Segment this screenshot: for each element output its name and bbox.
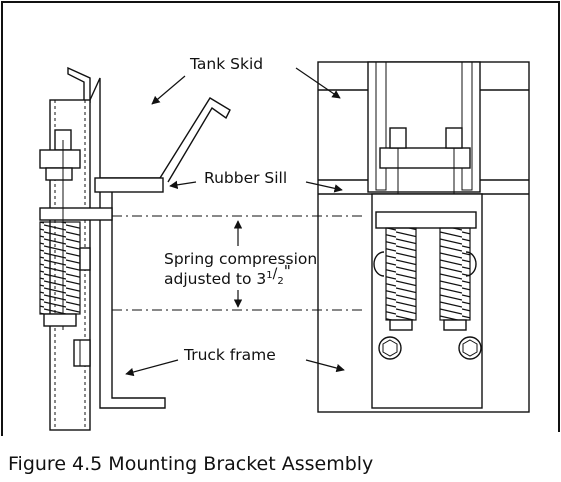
front-view [317, 61, 530, 413]
spring-line2-prefix: adjusted to 3 [164, 270, 266, 288]
spring-sub: 2 [277, 276, 283, 287]
label-spring-line2: adjusted to 31/2" [164, 262, 291, 288]
figure-caption: Figure 4.5 Mounting Bracket Assembly [8, 453, 373, 475]
figure-border [1, 1, 560, 436]
spring-suffix: " [284, 262, 291, 280]
label-spring-line1: Spring compression [164, 250, 317, 268]
label-tank-skid: Tank Skid [189, 55, 263, 73]
label-truck-frame: Truck frame [183, 346, 276, 364]
spring-sup: 1 [266, 270, 272, 281]
label-rubber-sill: Rubber Sill [204, 169, 287, 187]
side-view [39, 66, 231, 431]
